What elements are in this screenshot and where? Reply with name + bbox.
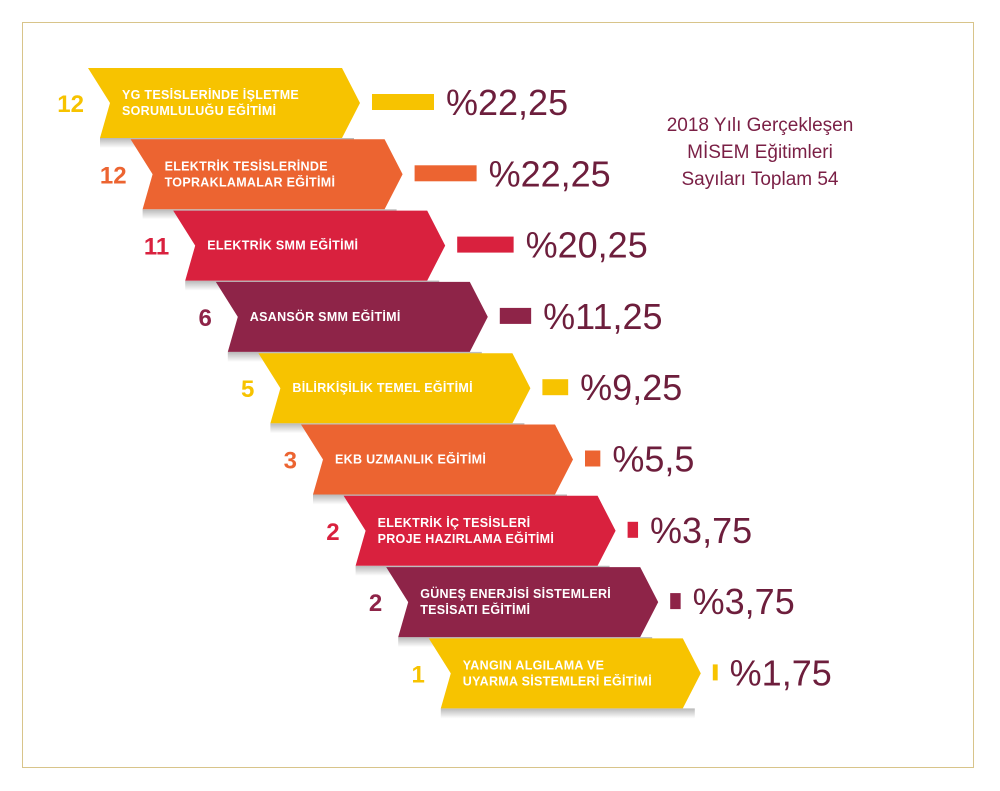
- step-bar: [215, 281, 488, 352]
- step-bar: [343, 495, 616, 566]
- count-label: 11: [144, 234, 169, 261]
- category-label: EKB UZMANLIK EĞİTİMİ: [335, 452, 486, 467]
- percent-bar: [499, 307, 532, 324]
- percent-label: %9,25: [580, 367, 682, 408]
- percent-bar: [542, 379, 569, 396]
- percent-bar: [627, 521, 639, 538]
- step-bar: [386, 567, 659, 638]
- chart-title-line-3: Sayıları Toplam 54: [681, 169, 839, 190]
- step-bar: [88, 68, 360, 138]
- percent-bar: [712, 664, 718, 681]
- chart-title: 2018 Yılı Gerçekleşen MİSEM Eğitimleri S…: [660, 112, 860, 193]
- category-label: GÜNEŞ ENERJİSİ SİSTEMLERİ: [420, 586, 611, 601]
- chart-frame: [22, 22, 974, 768]
- percent-label: %3,75: [693, 581, 795, 622]
- percent-label: %5,5: [612, 439, 694, 480]
- count-label: 3: [284, 448, 297, 475]
- percent-bar: [372, 94, 434, 110]
- step-bar: [301, 424, 573, 495]
- count-label: 6: [198, 305, 211, 332]
- category-label: YANGIN ALGILAMA VE: [463, 658, 605, 672]
- count-label: 2: [369, 590, 382, 617]
- percent-label: %20,25: [526, 225, 648, 266]
- category-label: UYARMA SİSTEMLERİ EĞİTİMİ: [463, 673, 652, 688]
- category-label: TESİSATI EĞİTİMİ: [420, 602, 530, 617]
- step-bar: [258, 353, 531, 424]
- percent-label: %3,75: [650, 510, 752, 551]
- step-bar: [130, 139, 403, 210]
- category-label: PROJE HAZIRLAMA EĞİTİMİ: [378, 531, 555, 546]
- count-label: 12: [100, 162, 127, 189]
- percent-bar: [670, 593, 681, 610]
- percent-bar: [457, 236, 514, 253]
- percent-bar: [414, 165, 477, 182]
- category-label: YG TESİSLERİNDE İŞLETME: [122, 87, 299, 102]
- category-label: ASANSÖR SMM EĞİTİMİ: [250, 309, 401, 324]
- step-bar: [428, 638, 701, 709]
- category-label: TOPRAKLAMALAR EĞİTİMİ: [165, 174, 336, 189]
- percent-label: %11,25: [543, 296, 662, 337]
- count-label: 12: [57, 91, 84, 118]
- category-label: BİLİRKİŞİLİK TEMEL EĞİTİMİ: [292, 380, 473, 395]
- category-label: SORUMLULUĞU EĞİTİMİ: [122, 103, 276, 118]
- count-label: 1: [411, 661, 424, 688]
- step-shadow: [440, 708, 695, 719]
- category-label: ELEKTRİK SMM EĞİTİMİ: [207, 238, 358, 253]
- category-label: ELEKTRİK İÇ TESİSLERİ: [378, 515, 531, 530]
- percent-bar: [585, 450, 601, 467]
- count-label: 5: [241, 376, 254, 403]
- chart-title-line-2: MİSEM Eğitimleri: [687, 142, 833, 163]
- category-label: ELEKTRİK TESİSLERİNDE: [165, 158, 328, 173]
- count-label: 2: [326, 519, 339, 546]
- percent-label: %22,25: [446, 82, 568, 123]
- step-bar: [173, 210, 446, 281]
- chart-title-line-1: 2018 Yılı Gerçekleşen: [666, 115, 854, 136]
- percent-label: %1,75: [730, 652, 832, 693]
- percent-label: %22,25: [489, 153, 611, 194]
